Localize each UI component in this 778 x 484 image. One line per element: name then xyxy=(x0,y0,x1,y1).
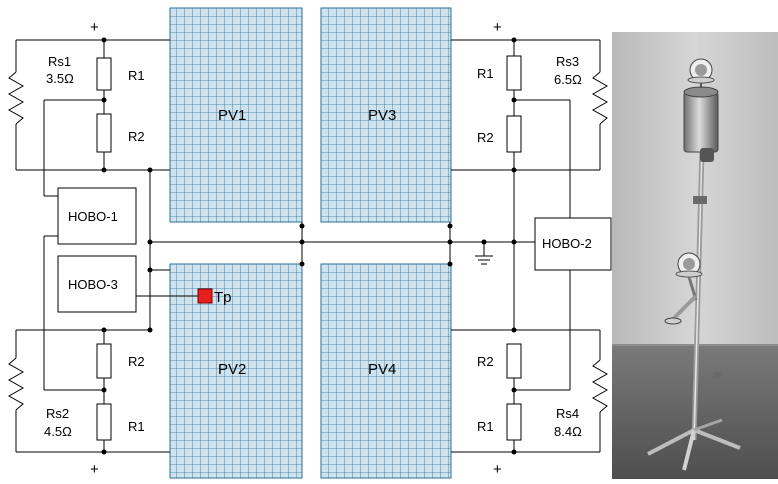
central-bus xyxy=(149,169,530,330)
rs4-name: Rs4 xyxy=(556,406,579,421)
rs2-value: 4.5Ω xyxy=(44,424,72,439)
r1-label-bottom-left: R1 xyxy=(128,419,145,434)
pv1-label: PV1 xyxy=(218,107,246,124)
plus-terminal-top-right: + xyxy=(493,19,502,36)
rs4-value: 8.4Ω xyxy=(554,424,582,439)
pv3-label: PV3 xyxy=(368,107,396,124)
tp-sensor-icon xyxy=(197,288,213,304)
hobo-1-box: HOBO-1 xyxy=(57,187,137,245)
hobo-2-label: HOBO-2 xyxy=(542,236,592,251)
hobo-1-label: HOBO-1 xyxy=(68,209,118,224)
plus-terminal-bottom-right: + xyxy=(493,461,502,478)
pv4-panel xyxy=(320,263,452,479)
network-top-left: + xyxy=(7,19,170,197)
network-bottom-left: + xyxy=(7,235,170,478)
stand-photo xyxy=(612,32,778,479)
r1-label-top-right: R1 xyxy=(477,66,494,81)
network-top-right: + xyxy=(451,19,609,331)
pv2-panel xyxy=(169,263,303,479)
rs3-value: 6.5Ω xyxy=(554,72,582,87)
network-bottom-right: + xyxy=(451,270,609,478)
tp-label: Tp xyxy=(214,289,232,306)
r1-label-bottom-right: R1 xyxy=(477,419,494,434)
pv3-panel xyxy=(320,7,452,223)
rs3-name: Rs3 xyxy=(556,54,579,69)
ground-icon xyxy=(475,242,493,265)
pv2-label: PV2 xyxy=(218,361,246,378)
plus-terminal-top-left: + xyxy=(90,19,99,36)
pv4-label: PV4 xyxy=(368,361,396,378)
hobo-3-label: HOBO-3 xyxy=(68,277,118,292)
plus-terminal-bottom-left: + xyxy=(90,461,99,478)
rs1-value: 3.5Ω xyxy=(46,71,74,86)
r2-label-top-right: R2 xyxy=(477,130,494,145)
pv1-panel xyxy=(169,7,303,223)
rs2-name: Rs2 xyxy=(46,406,69,421)
r2-label-top-left: R2 xyxy=(128,129,145,144)
r1-label-top-left: R1 xyxy=(128,68,145,83)
r2-label-bottom-left: R2 xyxy=(128,354,145,369)
rs1-name: Rs1 xyxy=(48,54,71,69)
r2-label-bottom-right: R2 xyxy=(477,354,494,369)
hobo-2-box: HOBO-2 xyxy=(534,217,612,271)
hobo-3-box: HOBO-3 xyxy=(57,255,137,313)
